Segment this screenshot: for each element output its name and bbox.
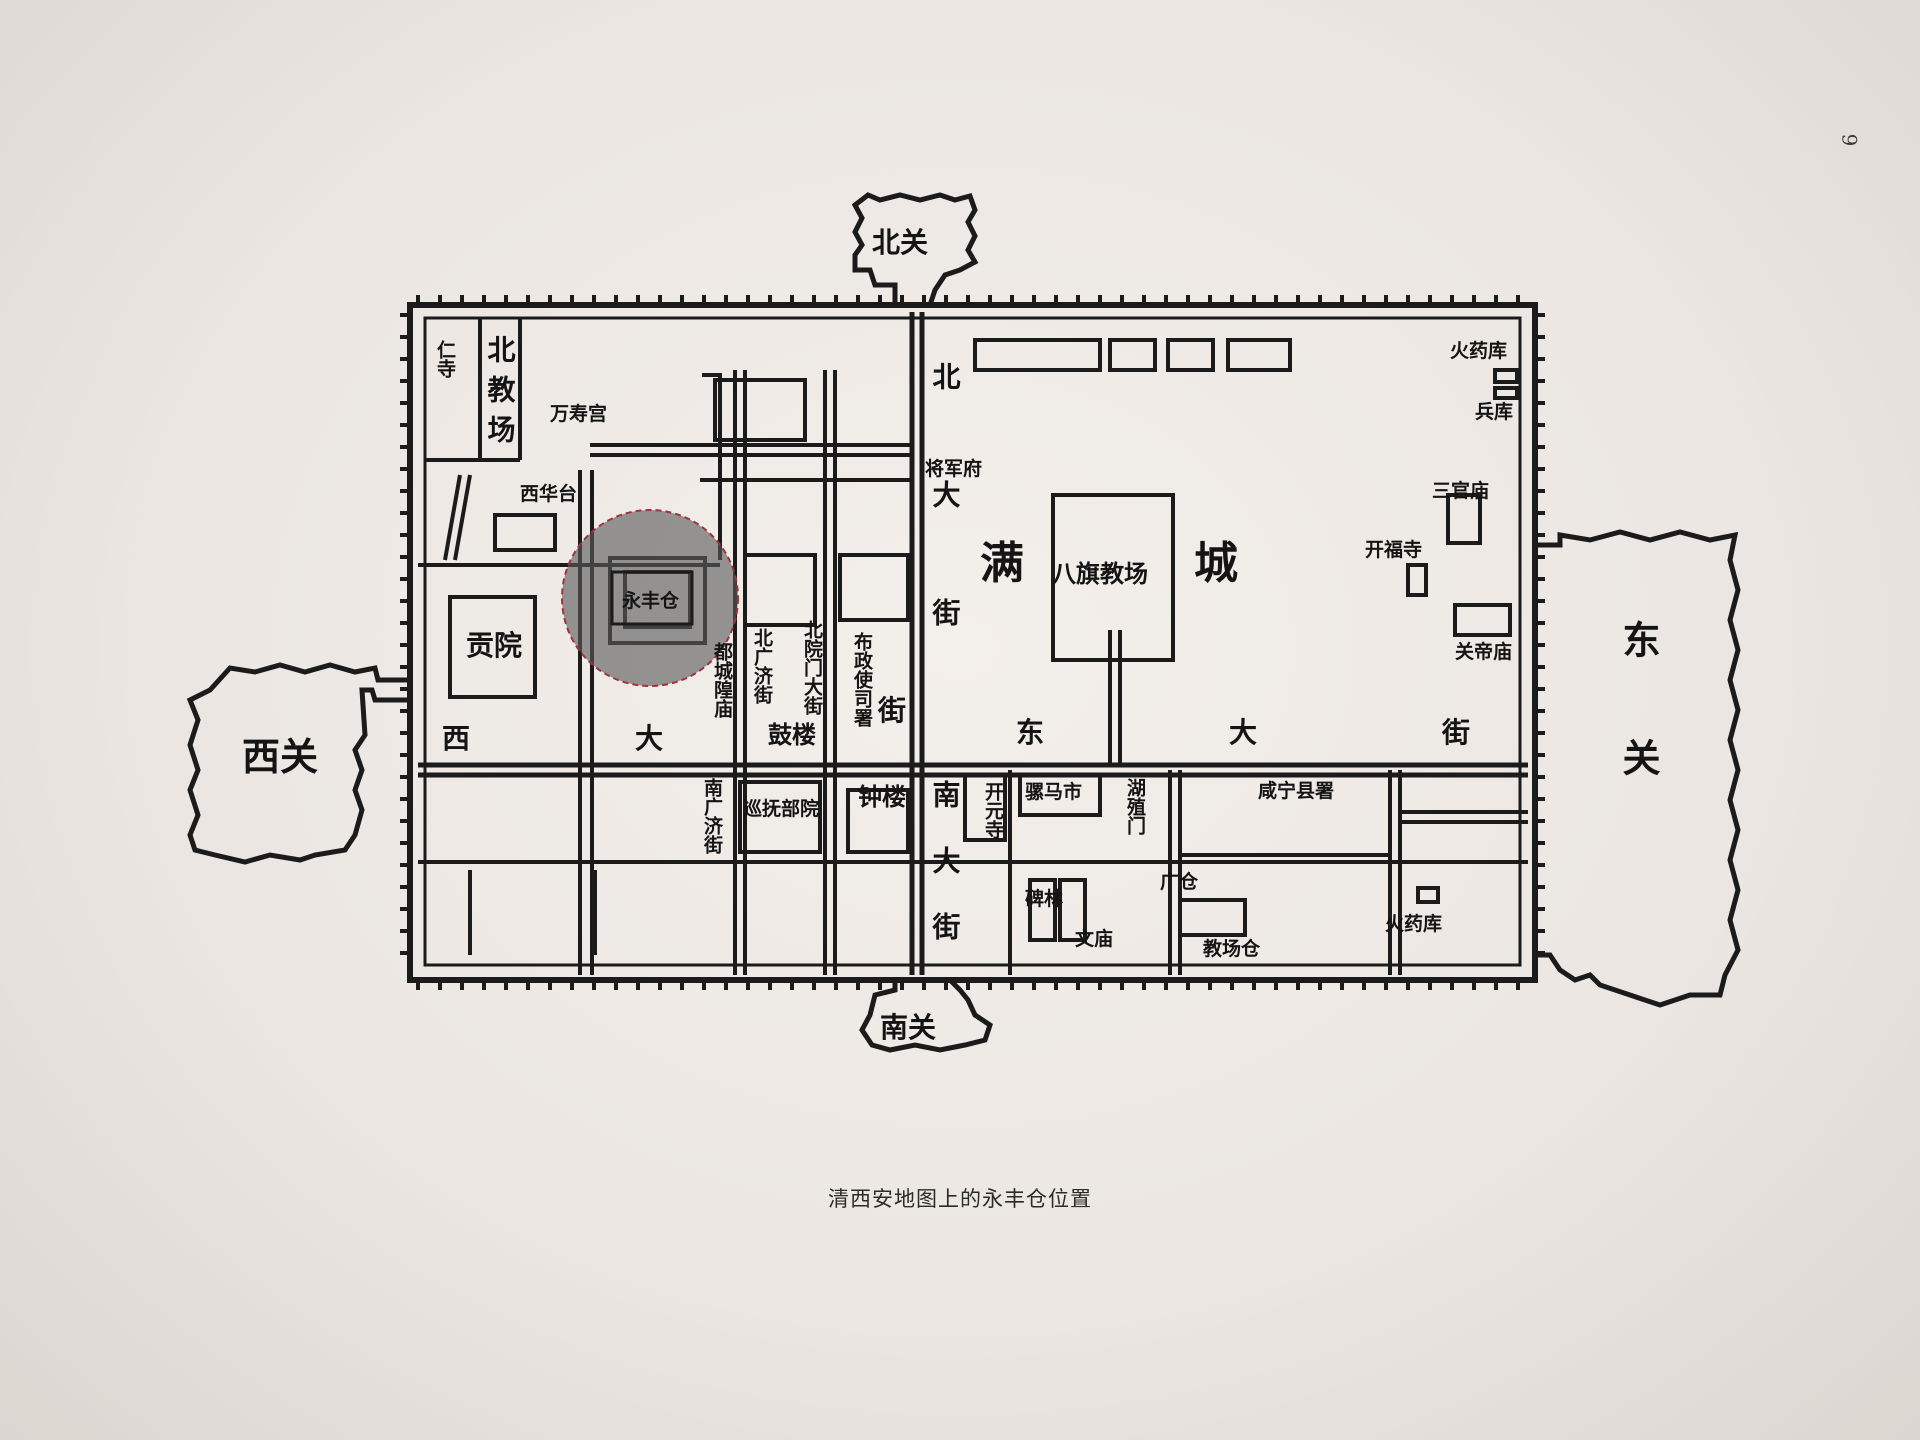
huoyao-ku-ne-label: 火药库 <box>1450 339 1507 362</box>
north-gate-label: 北关 <box>872 226 928 259</box>
kaiyuan-si-label: 开元寺 <box>982 782 1004 839</box>
wenmiao-label: 文庙 <box>1075 927 1113 950</box>
map-caption: 清西安地图上的永丰仓位置 <box>828 1187 1092 1211</box>
gongyuan-label: 贡院 <box>466 629 522 662</box>
gulou-label: 鼓楼 <box>768 721 816 749</box>
east-gate-label: 东关 <box>1616 620 1660 856</box>
west-street-end-label: 街 <box>877 694 906 727</box>
renyi-si-label: 仁寺 <box>434 339 456 378</box>
buzheng-si-shu-label: 布政使司署 <box>851 631 874 728</box>
xunfu-buyuan-label: 巡抚部院 <box>743 797 819 820</box>
huoyao-ku-se-label: 火药库 <box>1385 912 1442 935</box>
page-number: 9 <box>1837 133 1862 147</box>
xianning-xian-shu-label: 咸宁县署 <box>1258 779 1334 802</box>
yongfeng-granary-box <box>610 570 694 626</box>
huxing-men-label: 湖殖门 <box>1124 778 1146 835</box>
bei-jiaochang-label: 北教场 <box>484 335 517 455</box>
jiangjun-fu-label: 将军府 <box>925 457 982 480</box>
luoma-shi-label: 骡马市 <box>1025 780 1082 803</box>
zhonglou-label: 钟楼 <box>858 783 906 811</box>
west-street-label: 西大 <box>442 722 828 755</box>
buildings <box>448 338 1519 942</box>
north-gate-barbican <box>851 192 979 306</box>
kaifu-si-label: 开福寺 <box>1365 538 1422 561</box>
south-street-label: 南大街 <box>929 780 962 978</box>
guang-cang-label: 广仓 <box>1160 870 1199 893</box>
yongfeng-granary-label: 永丰仓 <box>621 589 680 612</box>
east-gate-barbican <box>1535 529 1741 1008</box>
district-label: 满城 <box>980 538 1408 589</box>
beiguang-ji-jie-label: 北广济街 <box>751 628 774 705</box>
wanshou-gong-label: 万寿宫 <box>549 402 607 425</box>
duwei-label: 都城隍庙 <box>711 642 734 719</box>
yongfeng-highlight-circle <box>561 509 739 687</box>
west-gate-label: 西关 <box>242 735 318 779</box>
south-gate-barbican <box>859 978 993 1053</box>
beilin-label: 碑林 <box>1025 887 1063 910</box>
east-street-label: 东大街 <box>1016 716 1655 749</box>
north-street-label: 北大街 <box>929 362 962 716</box>
nan-guang-ji-jie-label: 南广济街 <box>701 778 724 855</box>
xi-hua-tai-label: 西华台 <box>520 482 577 505</box>
inner-wall <box>423 316 1522 967</box>
north-south-street <box>909 312 925 975</box>
sanguan-miao-label: 三官庙 <box>1432 479 1489 502</box>
guandi-miao-label: 关帝庙 <box>1455 640 1512 663</box>
baqi-jiaochang-label: 八旗教场 <box>1052 560 1148 588</box>
west-gate-barbican <box>186 662 410 865</box>
south-gate-label: 南关 <box>880 1011 936 1044</box>
beiyuanmen-dajie-label: 北院门大街 <box>801 620 824 716</box>
wall-crenellations <box>400 295 1545 990</box>
bing-ku-label: 兵库 <box>1475 400 1513 423</box>
jiaochang-se-label: 教场仓 <box>1203 937 1261 960</box>
